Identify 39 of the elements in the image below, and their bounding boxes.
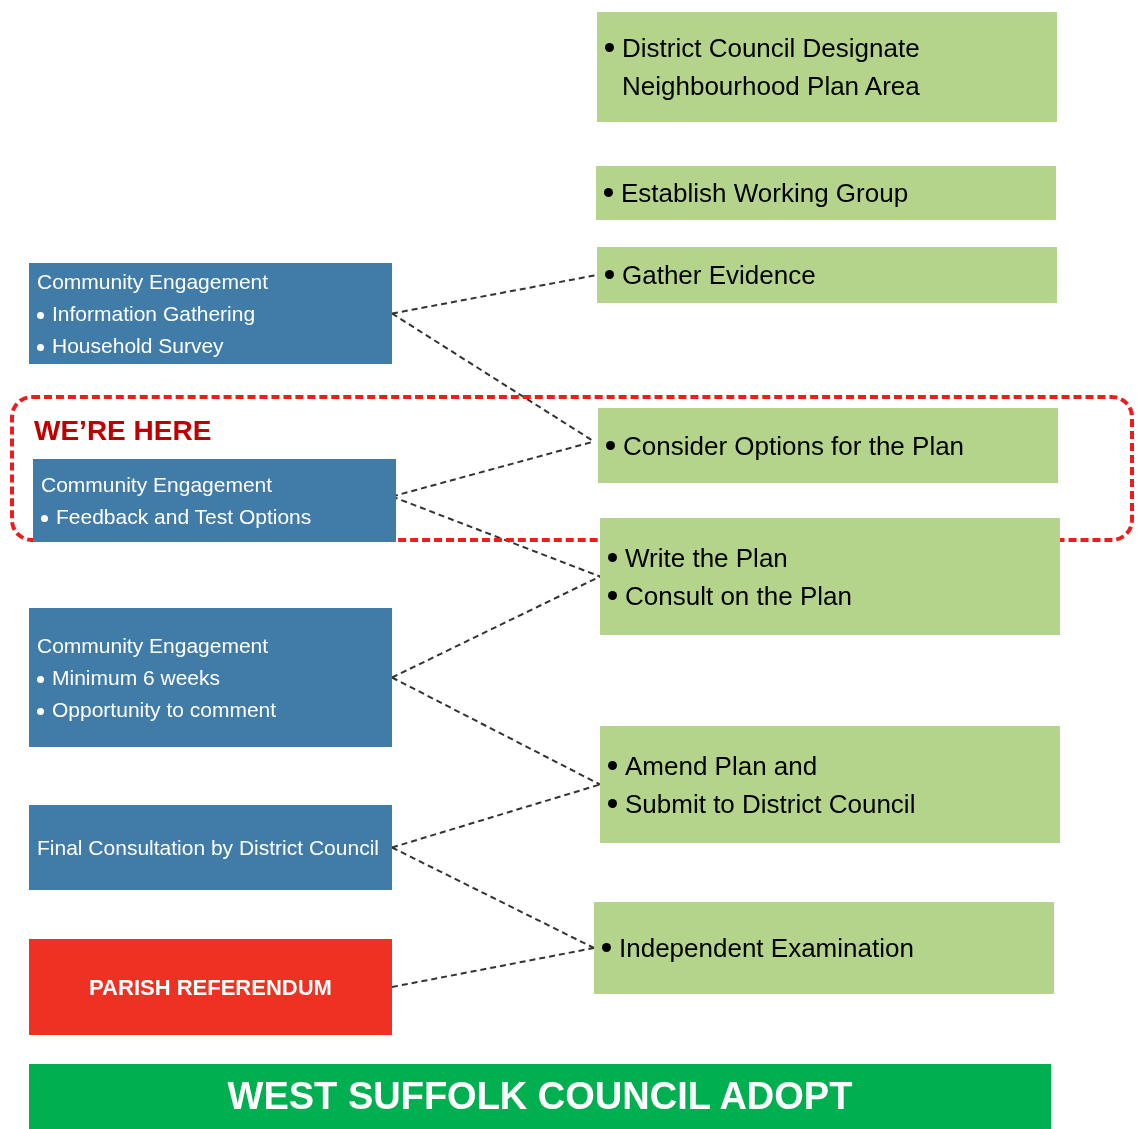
step-box [598, 408, 1058, 483]
adopt-banner [29, 1064, 1051, 1129]
step-text: Write the Plan [625, 541, 788, 575]
box-text: WEST SUFFOLK COUNCIL ADOPT [227, 1074, 853, 1119]
step-text: Minimum 6 weeks [52, 664, 221, 691]
referendum-box [29, 939, 392, 1035]
step-text: Opportunity to comment [52, 696, 277, 723]
box-text: PARISH REFERENDUM [89, 973, 332, 1002]
step-box [596, 166, 1056, 220]
step-text: Information Gathering [52, 300, 256, 327]
step-text: Submit to District Council [625, 787, 916, 821]
status-label: WE’RE HERE [34, 417, 212, 445]
step-text: Household Survey [52, 332, 224, 359]
step-text: Consider Options for the Plan [623, 429, 965, 463]
step-text: Gather Evidence [622, 259, 816, 292]
step-box [600, 518, 1060, 635]
step-text: Consult on the Plan [625, 579, 852, 613]
engagement-box [33, 459, 396, 542]
dashed-connector [391, 947, 595, 988]
dashed-connector [391, 312, 595, 443]
dashed-connector [391, 783, 601, 849]
dashed-connector [391, 846, 595, 949]
step-box [597, 12, 1057, 122]
dashed-connector [391, 676, 601, 786]
step-box [594, 902, 1054, 994]
engagement-box [29, 805, 392, 890]
box-heading: Final Consultation by District Council [37, 834, 380, 861]
step-box [600, 726, 1060, 843]
box-heading: Community Engagement [41, 471, 274, 498]
step-text: Independent Examination [619, 932, 914, 965]
step-text: District Council Designate Neighbourhood Plan Area [622, 32, 921, 103]
step-text: Feedback and Test Options [56, 503, 312, 530]
box-heading: Community Engagement [37, 268, 270, 295]
step-text: Amend Plan and [625, 749, 818, 783]
box-heading: Community Engagement [37, 632, 270, 659]
step-box [597, 247, 1057, 303]
engagement-box [29, 608, 392, 747]
engagement-box [29, 263, 392, 364]
step-text: Establish Working Group [621, 177, 909, 210]
